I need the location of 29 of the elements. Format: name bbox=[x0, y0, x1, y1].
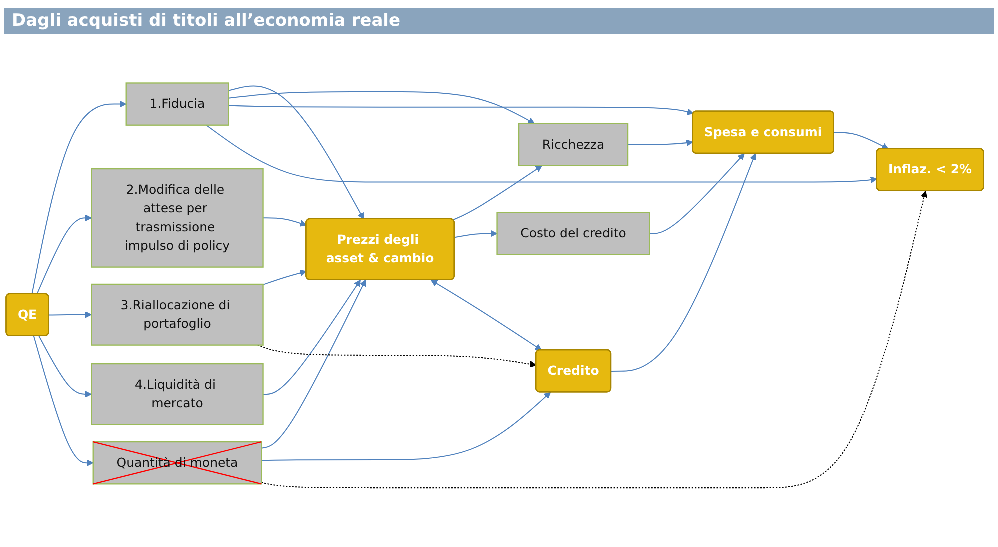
arrow bbox=[453, 166, 542, 221]
arrow bbox=[834, 132, 889, 150]
node-box: 1.Fiducia bbox=[126, 83, 230, 126]
arrow bbox=[38, 336, 92, 398]
arrow bbox=[263, 280, 361, 396]
arrow bbox=[611, 154, 757, 372]
arrow bbox=[36, 215, 92, 295]
arrow bbox=[263, 218, 307, 228]
arrow bbox=[49, 312, 92, 319]
arrow bbox=[628, 140, 694, 147]
arrow bbox=[454, 230, 498, 239]
node-box: 2.Modifica delle attese per trasmissione impulso di policy bbox=[91, 168, 264, 268]
arrow bbox=[228, 106, 694, 116]
node-box: 3.Riallocazione di portafoglio bbox=[91, 284, 264, 346]
arrow bbox=[262, 392, 552, 462]
title-bar: Dagli acquisti di titoli all’economia reale bbox=[4, 8, 994, 34]
arrow bbox=[32, 101, 127, 295]
arrow bbox=[650, 154, 745, 235]
arrow bbox=[263, 270, 307, 286]
node-box: 4.Liquidità di mercato bbox=[91, 364, 264, 426]
arrow bbox=[206, 125, 878, 184]
arrow bbox=[228, 86, 364, 220]
arrow bbox=[430, 280, 542, 352]
arrow bbox=[33, 336, 94, 467]
arrow bbox=[228, 92, 536, 124]
arrow bbox=[262, 280, 366, 450]
node-box: Ricchezza bbox=[518, 124, 629, 167]
arrow bbox=[261, 191, 928, 489]
node-box: Costo del credito bbox=[496, 212, 650, 256]
